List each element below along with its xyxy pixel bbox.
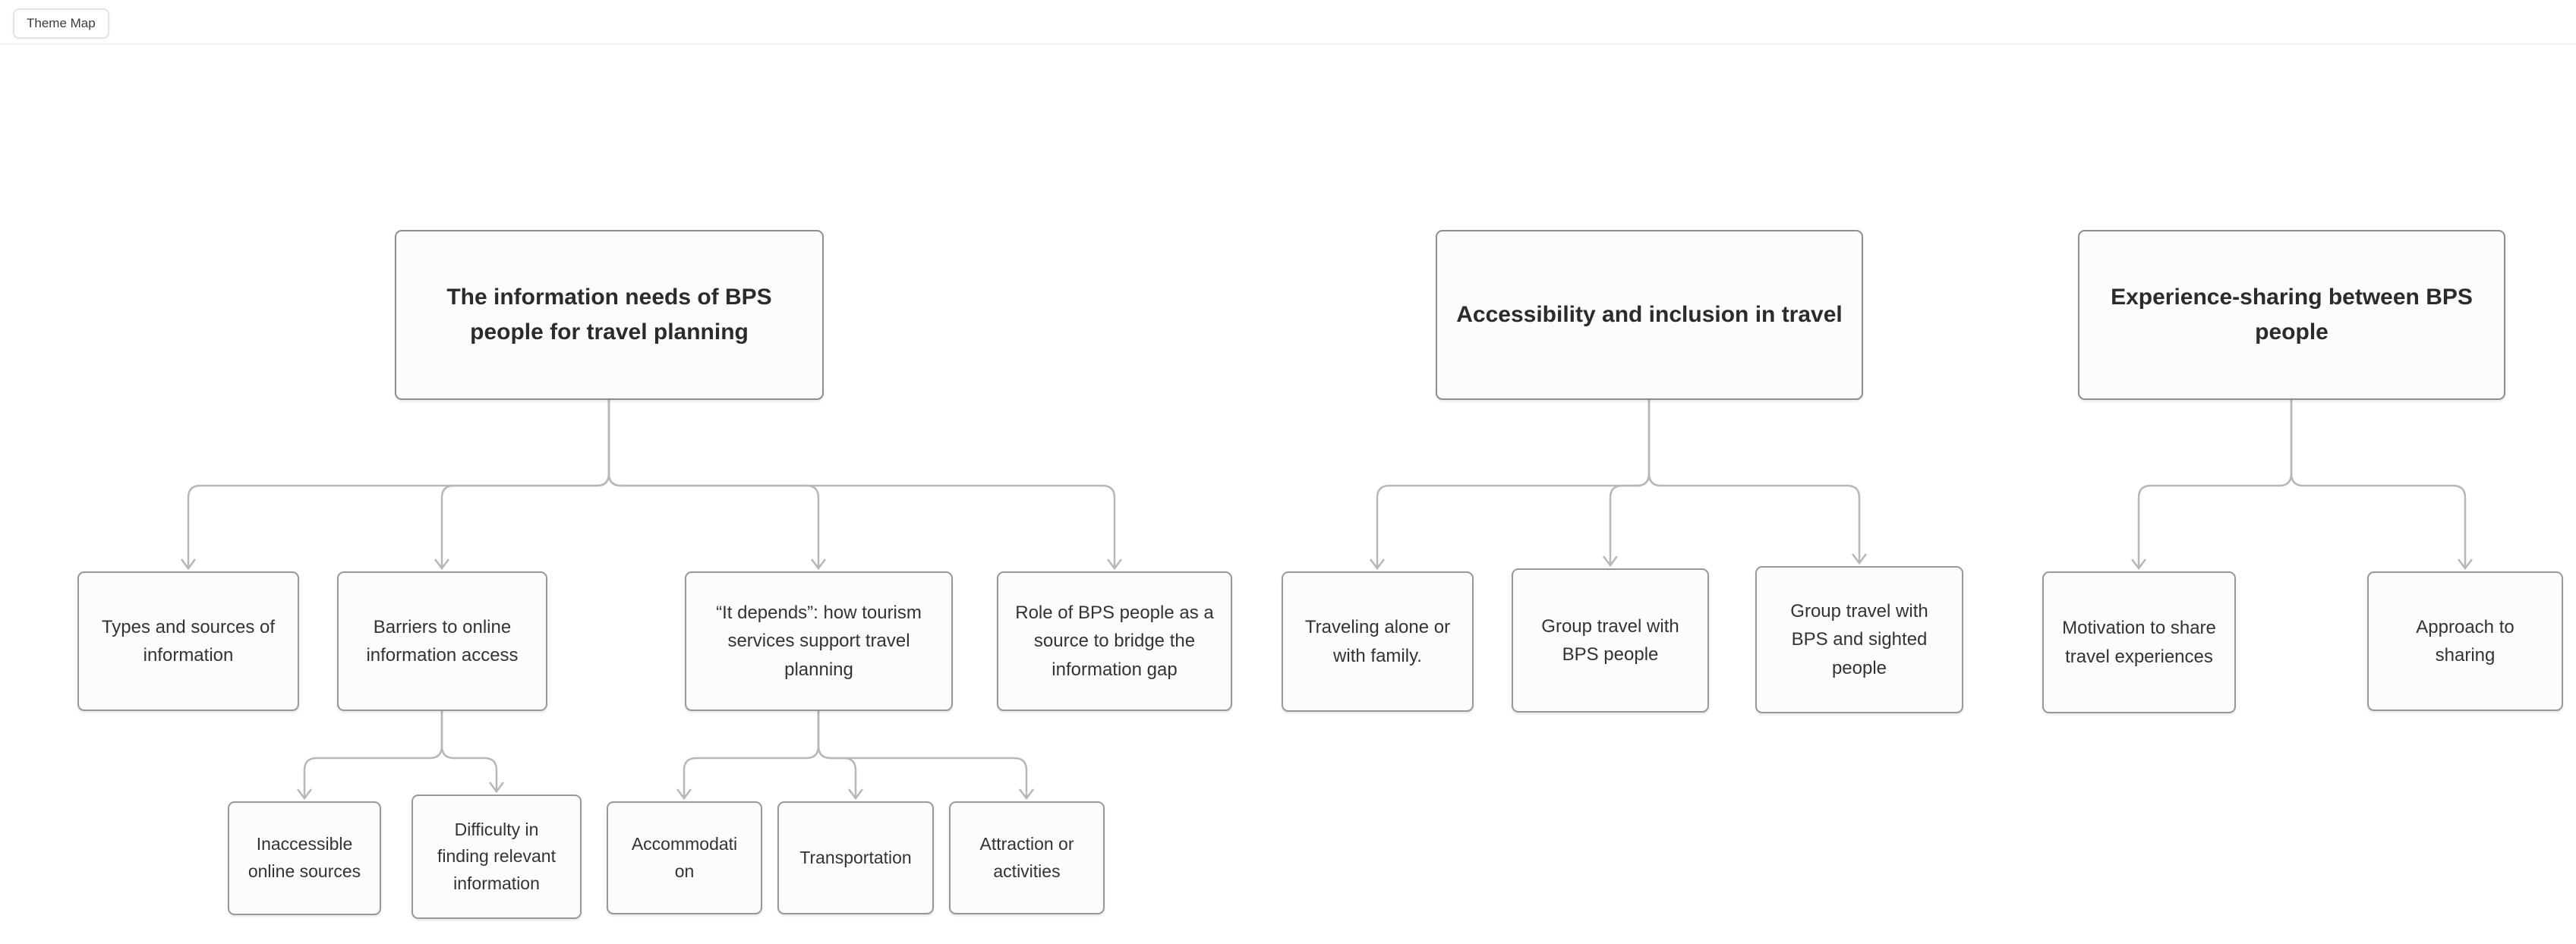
theme-node-accessibility-inclusion[interactable]: Accessibility and inclusion in travel [1436,230,1863,400]
edge-itdepends-to-attraction [817,711,1034,801]
subtheme-node-bps-source-bridge-label: Role of BPS people as a source to bridge… [1015,603,1214,680]
code-node-difficulty-finding[interactable]: Difficulty in finding relevant informati… [411,795,582,919]
edge-accessibility-to-groupbps [1603,400,1651,568]
subtheme-node-group-travel-bps-sighted[interactable]: Group travel with BPS and sighted people [1755,566,1963,713]
subtheme-node-motivation-share[interactable]: Motivation to share travel experiences [2042,571,2236,713]
edge-infoneeds-to-barriers [434,400,610,571]
theme-node-experience-sharing[interactable]: Experience-sharing between BPS people [2078,230,2505,400]
theme-node-information-needs[interactable]: The information needs of BPS people for … [395,230,824,400]
subtheme-node-bps-source-bridge[interactable]: Role of BPS people as a source to bridge… [997,571,1232,711]
theme-node-accessibility-inclusion-label: Accessibility and inclusion in travel [1456,301,1843,327]
subtheme-node-types-sources-label: Types and sources of information [101,616,276,666]
edge-itdepends-to-accommodation [676,711,820,801]
edge-sharing-to-motivation [2131,400,2293,571]
code-node-attraction-activities[interactable]: Attraction or activities [949,801,1105,914]
code-node-accommodation[interactable]: Accommodation [607,801,762,914]
subtheme-node-it-depends[interactable]: “It depends”: how tourism services suppo… [685,571,953,711]
subtheme-node-it-depends-label: “It depends”: how tourism services suppo… [716,603,922,680]
code-node-accommodation-label: Accommodation [631,833,738,881]
subtheme-node-traveling-alone-family-label: Traveling alone or with family. [1304,617,1451,666]
code-node-attraction-activities-label: Attraction or activities [979,833,1074,881]
code-node-difficulty-finding-label: Difficulty in finding relevant informati… [437,819,556,893]
subtheme-node-traveling-alone-family[interactable]: Traveling alone or with family. [1282,571,1474,712]
subtheme-node-group-travel-bps-label: Group travel with BPS people [1541,615,1679,665]
edge-barriers-to-inaccessible [297,711,443,801]
subtheme-node-online-barriers-label: Barriers to online information access [366,616,519,666]
edge-infoneeds-to-itdepends [607,400,826,571]
theme-node-information-needs-label: The information needs of BPS people for … [446,284,772,345]
edge-sharing-to-approach [2290,400,2473,571]
theme-map-tab[interactable]: Theme Map [13,8,109,39]
subtheme-node-types-sources[interactable]: Types and sources of information [77,571,299,711]
header-divider [0,43,2576,45]
subtheme-node-motivation-share-label: Motivation to share travel experiences [2062,618,2216,667]
code-node-transportation[interactable]: Transportation [777,801,934,914]
code-node-transportation-label: Transportation [799,847,912,867]
subtheme-node-group-travel-bps[interactable]: Group travel with BPS people [1512,568,1709,713]
code-node-inaccessible-sources-label: Inaccessible online sources [248,834,361,881]
edge-accessibility-to-alone [1370,400,1651,571]
edge-infoneeds-to-role [607,400,1122,571]
subtheme-node-online-barriers[interactable]: Barriers to online information access [337,571,547,711]
subtheme-node-approach-sharing-label: Approach to sharing [2416,616,2515,666]
subtheme-node-approach-sharing[interactable]: Approach to sharing [2367,571,2563,711]
edge-barriers-to-difficulty [440,711,504,794]
subtheme-node-group-travel-bps-sighted-label: Group travel with BPS and sighted people [1790,601,1928,678]
edge-accessibility-to-groupsighted [1647,400,1867,565]
theme-map-tab-label: Theme Map [27,16,96,30]
code-node-inaccessible-sources[interactable]: Inaccessible online sources [228,801,381,915]
theme-node-experience-sharing-label: Experience-sharing between BPS people [2111,284,2473,345]
edge-infoneeds-to-types [181,400,610,571]
edge-itdepends-to-transportation [817,711,863,801]
